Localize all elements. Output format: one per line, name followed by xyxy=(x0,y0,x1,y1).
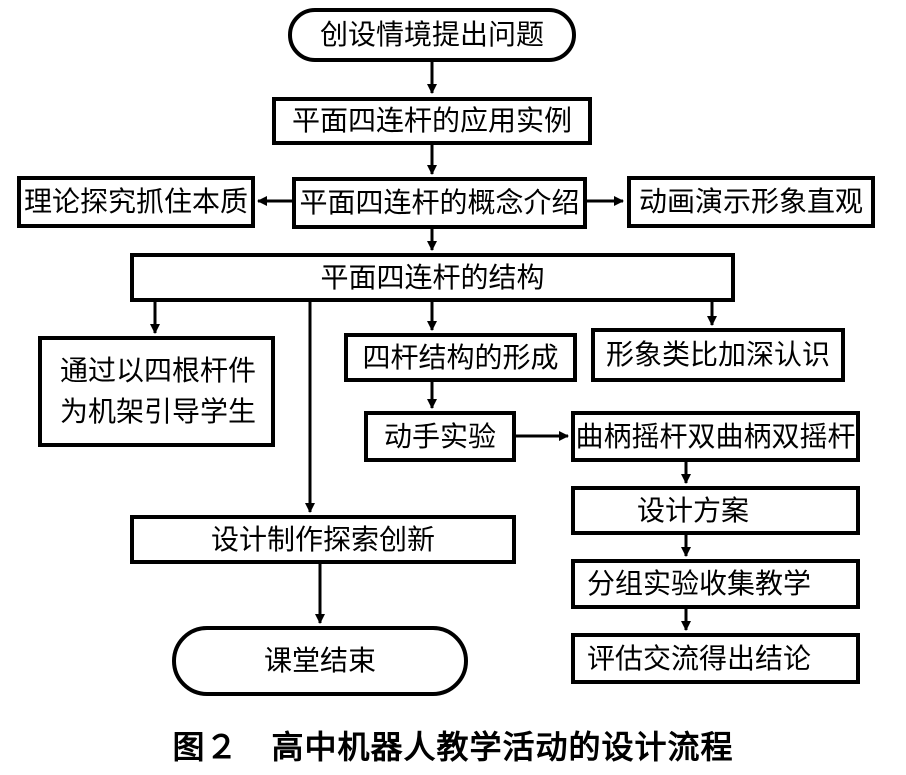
innovate-node: 设计制作探索创新 xyxy=(130,515,516,564)
theory-node: 理论探究抓住本质 xyxy=(17,176,255,228)
start-node: 创设情境提出问题 xyxy=(288,8,576,62)
figure-caption: 图２ 高中机器人教学活动的设计流程 xyxy=(172,728,734,766)
crank-node: 曲柄摇杆双曲柄双摇杆 xyxy=(571,411,860,462)
guide-line-2: 为机架引导学生 xyxy=(60,394,257,428)
design-plan-node: 设计方案 xyxy=(571,486,860,535)
formation-node: 四杆结构的形成 xyxy=(344,333,577,382)
guide-line-1: 通过以四根杆件 xyxy=(60,353,257,387)
handson-node: 动手实验 xyxy=(364,411,516,462)
structure-node: 平面四连杆的结构 xyxy=(130,253,735,302)
end-node: 课堂结束 xyxy=(172,626,468,696)
group-exp-node: 分组实验收集教学 xyxy=(571,559,860,609)
concept-node: 平面四连杆的概念介绍 xyxy=(292,177,587,229)
animation-node: 动画演示形象直观 xyxy=(627,176,875,228)
evaluate-node: 评估交流得出结论 xyxy=(571,633,860,684)
example-node: 平面四连杆的应用实例 xyxy=(272,97,592,145)
analogy-node: 形象类比加深认识 xyxy=(591,328,845,382)
guide-node: 通过以四根杆件 为机架引导学生 xyxy=(38,336,275,447)
